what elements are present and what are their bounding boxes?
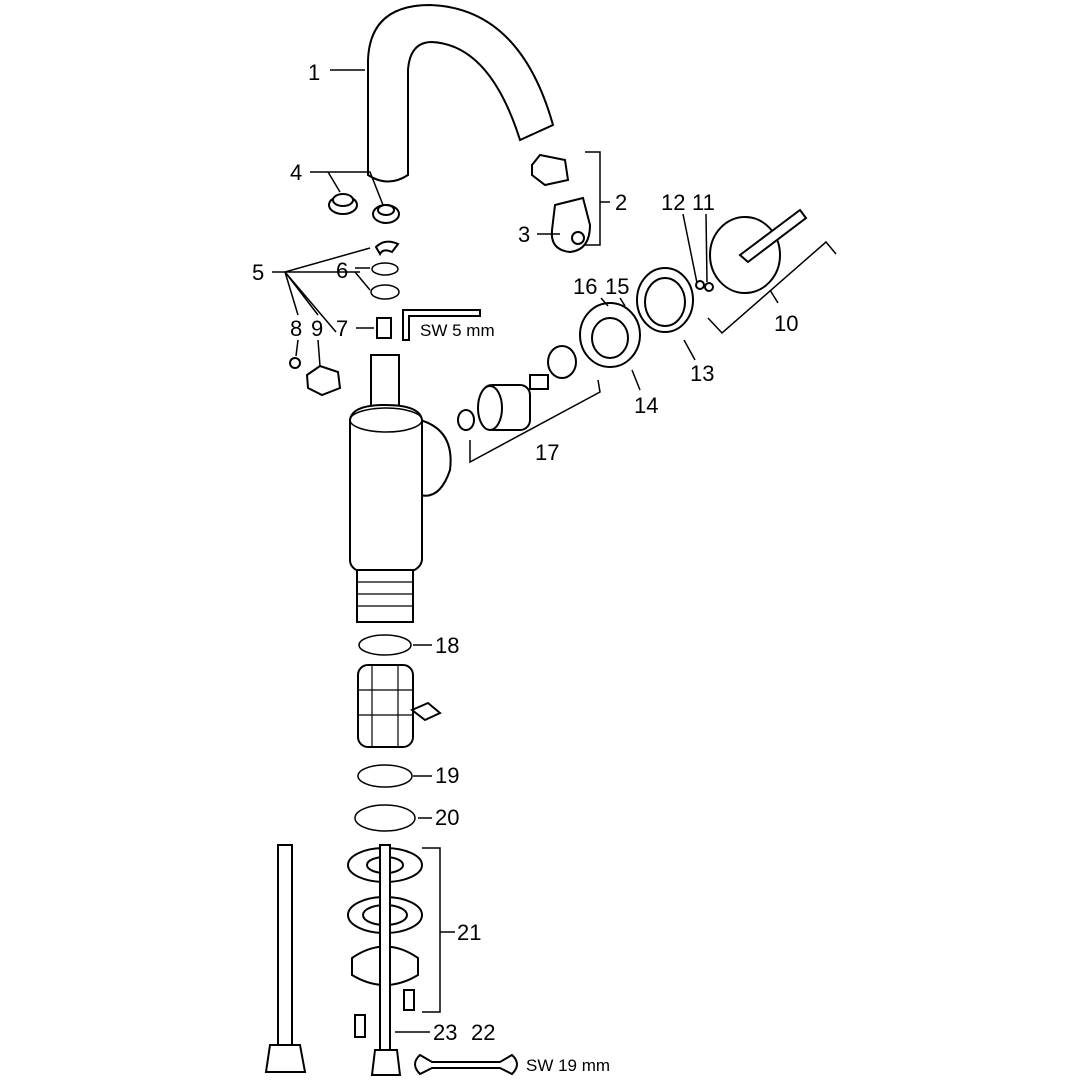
- part-number-labels: 1 2 3 4 5 6 7 8 9 10 11 12 13 14 15 16 1…: [252, 60, 798, 1075]
- label-9: 9: [311, 316, 323, 341]
- label-14: 14: [634, 393, 658, 418]
- label-11: 11: [692, 190, 715, 215]
- wrench-size-label: SW 19 mm: [526, 1056, 610, 1075]
- label-21: 21: [457, 920, 481, 945]
- part-oring-19: [357, 764, 413, 788]
- label-15: 15: [605, 274, 629, 299]
- part-cartridge-17: [457, 345, 577, 431]
- label-3: 3: [518, 222, 530, 247]
- part-handle-10: [695, 208, 808, 294]
- part-oring-18: [358, 634, 412, 656]
- label-20: 20: [435, 805, 459, 830]
- part-fittings-4: [328, 193, 400, 224]
- label-18: 18: [435, 633, 459, 658]
- leader-lines: [272, 69, 837, 1033]
- part-rings-13-16: [579, 267, 694, 368]
- label-10: 10: [774, 311, 798, 336]
- label-22: 22: [471, 1020, 495, 1045]
- label-5: 5: [252, 260, 264, 285]
- label-4: 4: [290, 160, 302, 185]
- hex-key-size-label: SW 5 mm: [420, 321, 495, 340]
- part-gasket-20: [354, 804, 416, 832]
- part-hose: [264, 844, 307, 1073]
- part-filter: [357, 664, 442, 748]
- part-mounting-set-21: [347, 844, 423, 1076]
- part-body: [349, 354, 452, 623]
- label-17: 17: [535, 440, 559, 465]
- label-6: 6: [336, 258, 348, 283]
- label-23: 23: [433, 1020, 457, 1045]
- part-orings: [370, 240, 400, 300]
- part-clip-8-9: [289, 357, 342, 397]
- wrench-icon: [414, 1053, 518, 1076]
- hex-key-icon: [402, 309, 481, 341]
- label-1: 1: [308, 60, 320, 85]
- part-screw-7: [376, 317, 392, 339]
- label-2: 2: [615, 190, 627, 215]
- label-16: 16: [573, 274, 597, 299]
- label-12: 12: [661, 190, 685, 215]
- part-spout: [367, 3, 555, 183]
- label-13: 13: [690, 361, 714, 386]
- label-7: 7: [336, 316, 348, 341]
- label-8: 8: [290, 316, 302, 341]
- label-19: 19: [435, 763, 459, 788]
- part-aerator: [531, 153, 592, 254]
